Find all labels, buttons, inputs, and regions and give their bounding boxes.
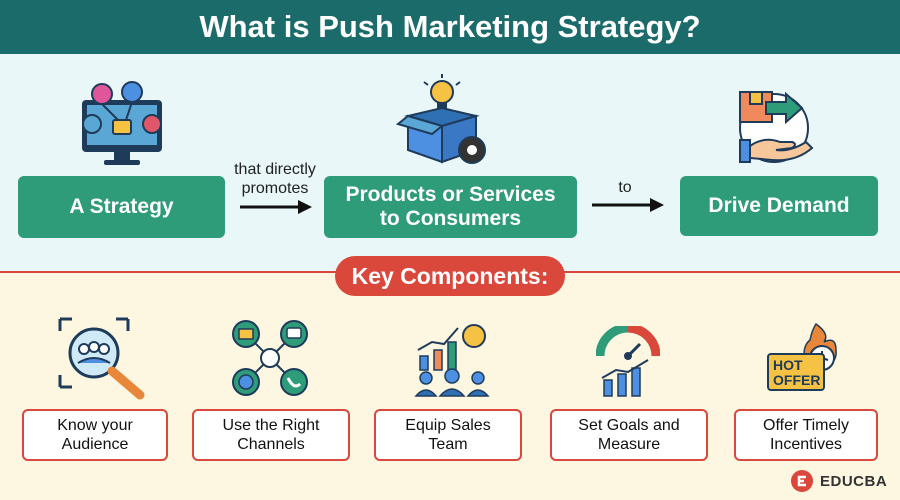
component-timely-incentives: Offer Timely Incentives [734,409,878,461]
hot-offer-icon: HOT OFFER [767,322,837,391]
key-components-title: Key Components: [335,256,565,296]
component-know-audience: Know your Audience [22,409,168,461]
component-label-line-1: Use the Right [222,417,320,434]
component-label-line-2: Audience [61,436,129,453]
hot-offer-text-1: HOT [773,357,803,373]
drive-demand-label: Drive Demand [708,194,850,217]
arrow-right-icon [592,198,664,212]
products-services-box: Products or Services to Consumers [324,176,577,238]
strategy-box: A Strategy [18,176,225,238]
page-title: What is Push Marketing Strategy? [0,0,900,54]
drive-demand-box: Drive Demand [680,176,878,236]
connector-text-to: to [618,179,632,196]
educba-logo-icon [791,470,813,492]
products-box-line-2: to Consumers [379,207,522,230]
component-label-line-2: Measure [597,436,661,453]
component-set-goals: Set Goals and Measure [550,409,708,461]
brand-name: EDUCBA [820,472,888,490]
component-label-line-1: Know your [57,417,133,434]
connector-line-1: that directly [234,161,316,178]
gauge-chart-icon [596,326,660,397]
component-label-line-2: Channels [237,436,305,453]
component-label-line-1: Offer Timely [763,417,849,434]
product-box-icon [396,74,486,164]
strategy-box-label: A Strategy [69,195,174,218]
connector-line-2: promotes [241,180,309,197]
brand-logo: EDUCBA [790,466,887,496]
component-right-channels: Use the Right Channels [192,409,350,461]
connector-text-promotes: that directly promotes [226,160,324,198]
audience-search-icon [58,317,145,400]
component-equip-sales: Equip Sales Team [374,409,522,461]
arrow-right-icon [240,200,312,214]
monitor-social-icon [82,81,162,165]
sales-team-growth-icon [414,324,490,397]
component-label-line-2: Team [428,436,468,453]
hot-offer-text-2: OFFER [773,372,820,388]
component-label-line-1: Equip Sales [405,417,491,434]
component-label-line-1: Set Goals and [578,417,680,434]
components-section [0,273,900,500]
products-box-line-1: Products or Services [345,183,556,206]
channels-network-icon [232,320,308,396]
component-label-line-2: Incentives [769,436,843,453]
delivery-hand-icon [739,91,814,163]
